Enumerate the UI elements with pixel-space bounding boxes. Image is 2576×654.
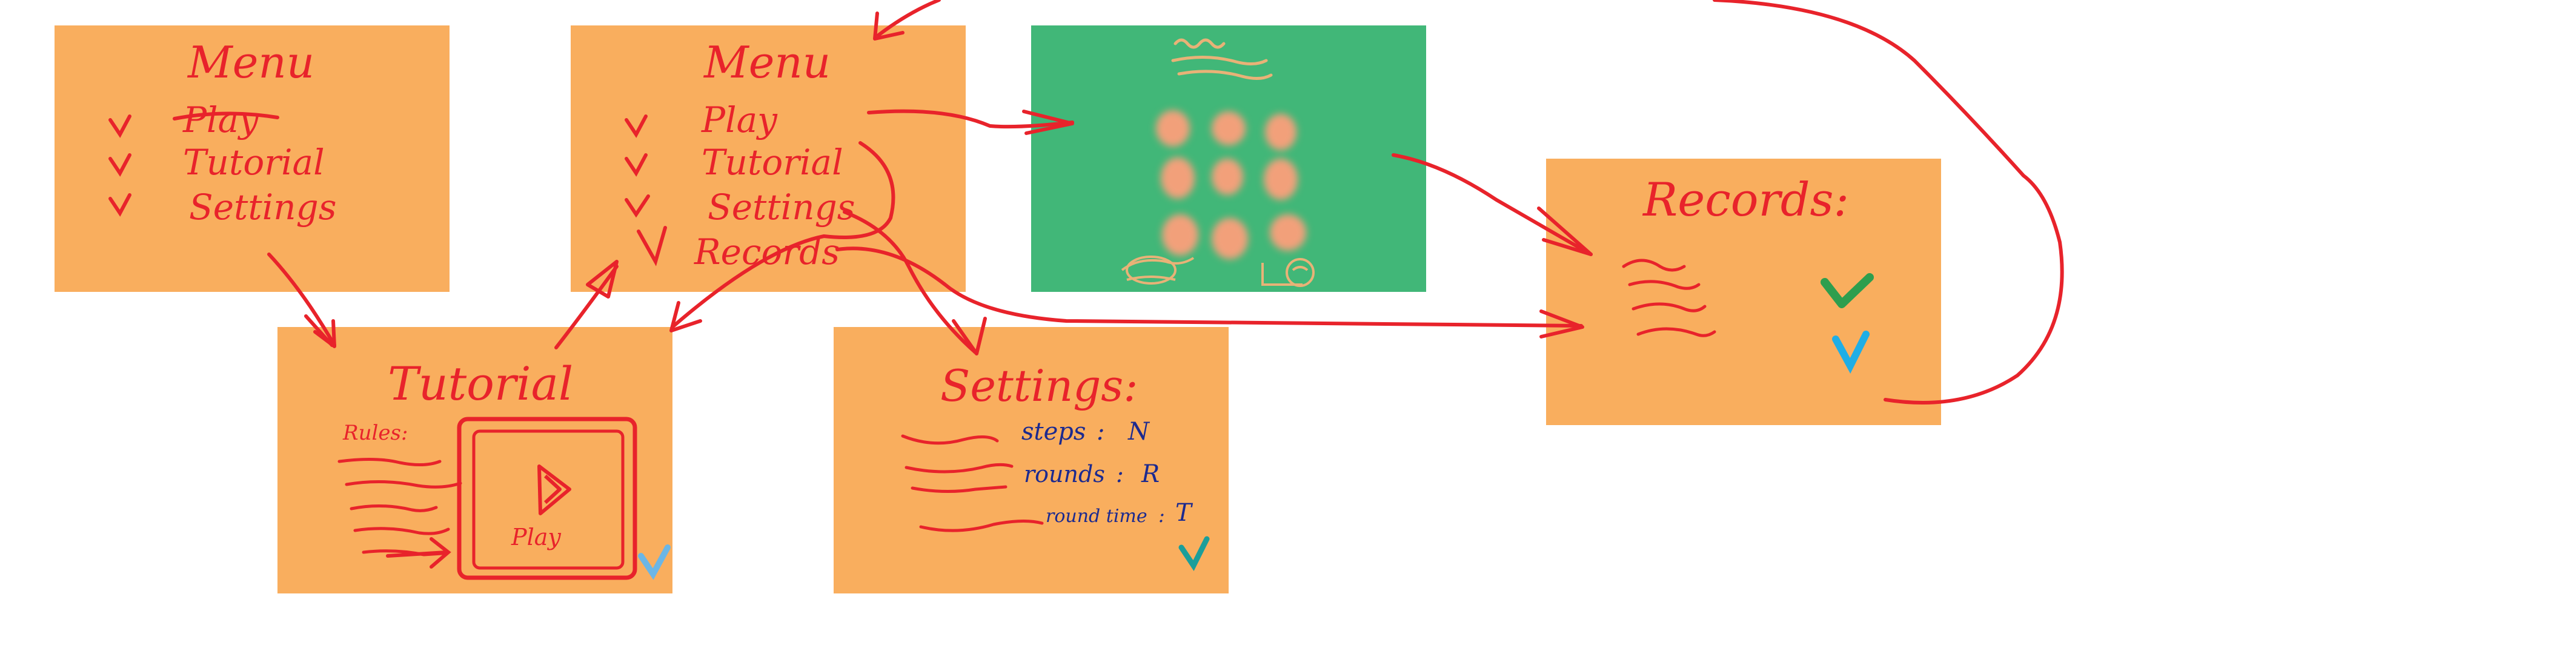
settings-param-colon: : (1097, 418, 1104, 446)
arrowhead (1022, 110, 1074, 135)
settings-card-bg (834, 327, 1229, 593)
back-hand-icon (1121, 256, 1195, 285)
game-dot (1212, 218, 1248, 259)
game-dot (1265, 114, 1296, 150)
menu-card-2: Menu Play Tutorial Settings Records (571, 25, 966, 292)
arrow-tutorial-to-menu2 (554, 265, 619, 349)
menu-card-2-item-settings: Settings (708, 187, 855, 228)
game-dot (1212, 111, 1246, 145)
game-dot-grid (1156, 110, 1306, 259)
menu-card-1-item-settings: Settings (189, 187, 336, 228)
arrowhead (873, 12, 905, 41)
checkmark-icon (1832, 331, 1870, 374)
settings-param-value: R (1141, 460, 1160, 488)
tutorial-rules-label: Rules: (342, 421, 408, 445)
checkmark-icon (1821, 273, 1874, 308)
arrow-game-to-records (1392, 153, 1593, 256)
arrow-menu2-to-records (835, 246, 1583, 328)
checkmark-icon (625, 153, 648, 177)
menu-card-2-bg (571, 25, 966, 292)
checkmark-icon (108, 153, 131, 177)
menu-card-2-item-tutorial: Tutorial (702, 142, 843, 183)
settings-param-round-time: round time : T (1046, 499, 1193, 527)
settings-card: Settings: steps : N rounds : R round tim… (834, 327, 1229, 593)
menu-card-2-title: Menu (703, 37, 831, 88)
menu-card-1-item-play: Play (182, 99, 259, 140)
scribble-lines-icon (1171, 38, 1273, 80)
tutorial-play-box-outer (457, 417, 637, 580)
scribble-lines-icon (1622, 259, 1716, 337)
settings-param-colon: : (1116, 461, 1124, 487)
game-dot (1270, 214, 1306, 251)
checkmark-icon (625, 194, 650, 218)
arrowhead (1537, 206, 1593, 256)
settings-param-value: T (1175, 499, 1193, 527)
records-card: Records: (1546, 159, 1941, 425)
arrowhead (586, 260, 619, 299)
arrow-menu2-to-tutorial (671, 141, 895, 329)
rules-arrow (386, 537, 451, 569)
game-dot (1161, 157, 1195, 199)
menu-card-1-item-tutorial: Tutorial (183, 142, 325, 183)
settings-param-rounds: rounds : R (1024, 460, 1160, 488)
arrow-menu2-to-settings (843, 210, 977, 354)
menu-card-1-bg (55, 25, 450, 292)
game-dot (1212, 159, 1243, 195)
game-dot (1264, 159, 1298, 200)
arrow-menu1-to-tutorial (267, 253, 336, 347)
arrow-records-to-menu2-end (877, 0, 941, 37)
arrowhead (313, 319, 336, 348)
checkmark-icon (1178, 536, 1210, 571)
menu-card-1-title: Menu (187, 37, 314, 88)
menu-card-1: Menu Play Tutorial Settings (55, 25, 450, 292)
tutorial-play-box-inner (472, 429, 625, 570)
game-dot (1156, 110, 1190, 147)
settings-param-colon: : (1158, 504, 1165, 527)
hint-hand-icon (1261, 258, 1315, 287)
settings-param-value: N (1127, 418, 1150, 446)
checkmark-icon (625, 114, 648, 138)
arrowhead (669, 301, 702, 332)
settings-param-label: rounds (1024, 461, 1105, 487)
arrowhead (952, 317, 987, 355)
tutorial-card: Tutorial Rules: Play (277, 327, 672, 593)
arrowhead (304, 314, 334, 347)
checkmark-icon (638, 544, 671, 580)
strikethrough-line (173, 111, 279, 121)
game-dot (1162, 214, 1198, 256)
settings-param-label: steps (1021, 418, 1086, 446)
play-triangle-icon (537, 464, 571, 515)
arrow-records-to-menu2 (1713, 0, 2064, 405)
settings-card-title: Settings: (940, 360, 1138, 411)
checkmark-icon (108, 114, 131, 138)
game-card (1031, 25, 1426, 292)
records-card-bg (1546, 159, 1941, 425)
checkmark-icon (108, 193, 131, 217)
records-card-title: Records: (1642, 173, 1849, 226)
settings-param-steps: steps : N (1021, 418, 1150, 446)
tutorial-play-label: Play (511, 524, 561, 550)
arrowhead (1539, 309, 1584, 339)
connector-arrows (267, 0, 2064, 405)
tutorial-card-title: Tutorial (388, 357, 573, 411)
scribble-lines-icon (901, 434, 1044, 532)
menu-card-2-item-play: Play (701, 99, 778, 140)
checkmark-icon (637, 226, 667, 266)
settings-param-label: round time (1046, 506, 1147, 527)
arrow-menu2-to-game (867, 109, 1074, 129)
